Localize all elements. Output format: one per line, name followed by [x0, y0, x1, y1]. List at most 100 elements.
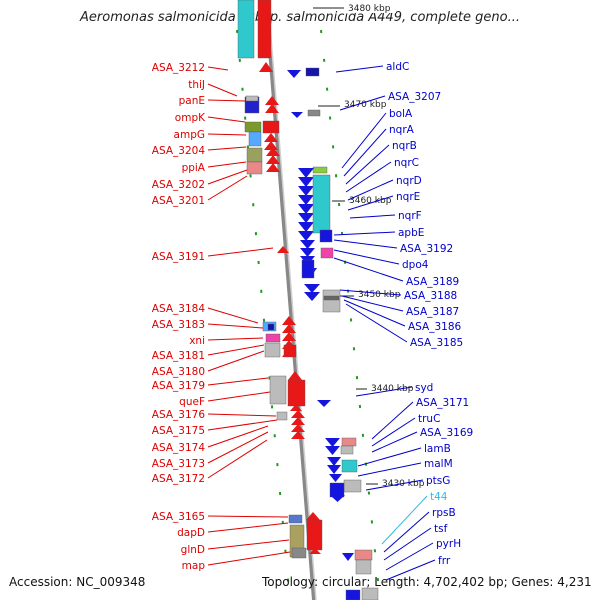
gene-block: [354, 549, 373, 561]
left-gene-label[interactable]: ASA_3201: [152, 195, 205, 207]
right-gene-label[interactable]: tsf: [434, 523, 448, 535]
left-gene-label[interactable]: ompK: [175, 112, 206, 124]
left-gene-label[interactable]: ASA_3184: [152, 303, 206, 315]
right-gene-labels: aldC ASA_3207 bolA nqrA nqrB nqrC nqrD nqrE nqrF…: [333, 61, 473, 581]
gene-block: [287, 379, 306, 407]
right-gene-label[interactable]: dpo4: [402, 259, 429, 271]
gene-block: [246, 147, 263, 163]
right-gene-label[interactable]: nqrF: [398, 210, 422, 222]
gene-block: [312, 166, 328, 174]
left-gene-label[interactable]: queF: [179, 396, 205, 408]
right-gene-label[interactable]: nqrC: [394, 157, 419, 169]
left-label-leader: [207, 133, 247, 136]
right-gene-label[interactable]: nqrA: [389, 124, 415, 136]
left-gene-label[interactable]: ASA_3212: [152, 62, 205, 74]
left-gene-label[interactable]: ampG: [174, 129, 205, 141]
gene-arrow: [342, 553, 354, 561]
left-gene-label[interactable]: ASA_3173: [152, 458, 205, 470]
left-gene-label[interactable]: dapD: [177, 527, 205, 539]
left-gene-label[interactable]: ASA_3181: [152, 350, 205, 362]
right-gene-label[interactable]: ASA_3187: [406, 306, 459, 318]
right-gene-label[interactable]: ASA_3189: [406, 276, 459, 288]
gene-block: [345, 589, 361, 600]
left-gene-label[interactable]: ppiA: [182, 162, 206, 174]
gene-block: [343, 479, 362, 493]
right-gene-label[interactable]: ASA_3207: [388, 91, 441, 103]
right-gene-label[interactable]: nqrD: [396, 175, 422, 187]
left-label-leader: [207, 161, 247, 168]
left-label-leader: [207, 307, 259, 324]
genome-backbone: [264, 0, 316, 600]
gene-arrow: [264, 133, 278, 142]
right-label-leader: [365, 479, 424, 491]
gene-arrow: [282, 316, 296, 325]
left-gene-label[interactable]: ASA_3176: [152, 409, 206, 421]
left-label-leader: [207, 344, 265, 356]
gene-arrow: [291, 431, 305, 439]
gene-block: [264, 342, 281, 358]
right-gene-label[interactable]: lamB: [424, 443, 451, 455]
gene-arrow: [282, 324, 296, 333]
left-label-leader: [207, 175, 248, 201]
right-gene-label[interactable]: apbE: [398, 227, 424, 239]
right-gene-label[interactable]: syd: [415, 382, 433, 394]
gene-block: [322, 289, 341, 313]
right-gene-label[interactable]: malM: [424, 458, 453, 470]
left-label-leader: [207, 66, 229, 71]
right-gene-label[interactable]: truC: [418, 413, 440, 425]
axis-tick-line: [236, 29, 291, 600]
right-gene-label[interactable]: ASA_3169: [420, 427, 473, 439]
right-label-leader: [333, 249, 400, 265]
left-gene-label[interactable]: ASA_3172: [152, 473, 205, 485]
left-gene-label[interactable]: ASA_3165: [152, 511, 205, 523]
right-label-leader: [335, 65, 384, 73]
genome-backbone-highlight: [267, 0, 317, 600]
left-label-leader: [207, 551, 291, 566]
gene-block: [341, 437, 357, 447]
left-gene-label[interactable]: map: [182, 560, 206, 572]
left-gene-label[interactable]: glnD: [181, 544, 205, 556]
left-gene-label[interactable]: ASA_3179: [152, 380, 205, 392]
map-title: Aeromonas salmonicida subsp. salmonicida…: [80, 10, 520, 25]
left-gene-label[interactable]: ASA_3202: [152, 179, 205, 191]
left-gene-label[interactable]: ASA_3183: [152, 319, 205, 331]
right-label-leader: [339, 289, 402, 296]
right-gene-label[interactable]: bolA: [389, 108, 413, 120]
left-label-leader: [207, 247, 274, 257]
right-label-leader: [333, 257, 404, 282]
left-label-leader: [207, 377, 269, 386]
left-gene-label[interactable]: ASA_3191: [152, 251, 205, 263]
right-label-leader: [345, 144, 390, 185]
left-gene-label[interactable]: xni: [189, 335, 205, 347]
left-label-leader: [207, 413, 277, 417]
right-gene-label[interactable]: ASA_3171: [416, 397, 469, 409]
right-gene-label[interactable]: ASA_3185: [410, 337, 463, 349]
left-gene-label[interactable]: ASA_3204: [152, 145, 206, 157]
gene-block: [276, 411, 288, 421]
right-gene-label[interactable]: ASA_3186: [408, 321, 462, 333]
kbp-marker-label: 3430 kbp: [382, 479, 425, 489]
right-gene-label[interactable]: ptsG: [426, 475, 450, 487]
right-gene-label[interactable]: t44: [430, 491, 448, 503]
right-gene-label[interactable]: aldC: [386, 61, 409, 73]
left-label-leader: [207, 337, 264, 341]
right-gene-label[interactable]: nqrE: [396, 191, 420, 203]
right-gene-label[interactable]: nqrB: [392, 140, 417, 152]
left-gene-label[interactable]: panE: [179, 95, 205, 107]
left-gene-label[interactable]: thiJ: [188, 79, 205, 91]
right-gene-label[interactable]: rpsB: [432, 507, 456, 519]
right-gene-label[interactable]: ASA_3192: [400, 243, 453, 255]
gene-block: [355, 559, 372, 575]
left-label-leader: [207, 350, 265, 372]
gene-block: [248, 131, 262, 147]
left-gene-label[interactable]: ASA_3174: [152, 442, 206, 454]
gene-block: [361, 587, 379, 600]
left-gene-label[interactable]: ASA_3175: [152, 425, 205, 437]
right-gene-label[interactable]: pyrH: [436, 538, 461, 550]
right-gene-label[interactable]: frr: [438, 555, 451, 567]
gene-block: [267, 323, 275, 331]
left-gene-label[interactable]: ASA_3180: [152, 366, 205, 378]
right-gene-label[interactable]: ASA_3188: [404, 290, 457, 302]
